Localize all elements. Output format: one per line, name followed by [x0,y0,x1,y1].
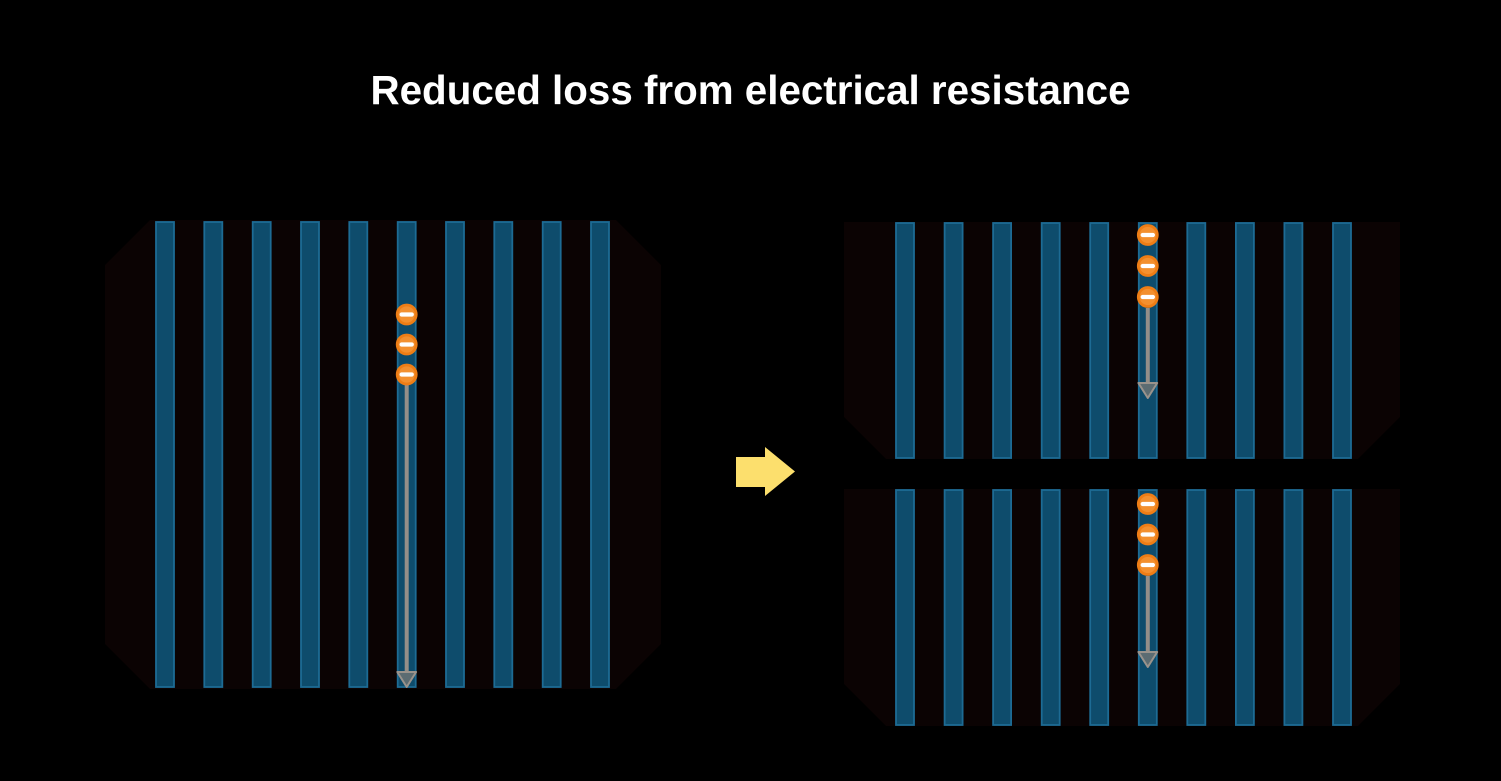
svg-text:Reduced loss from electrical r: Reduced loss from electrical resistance [371,67,1131,113]
